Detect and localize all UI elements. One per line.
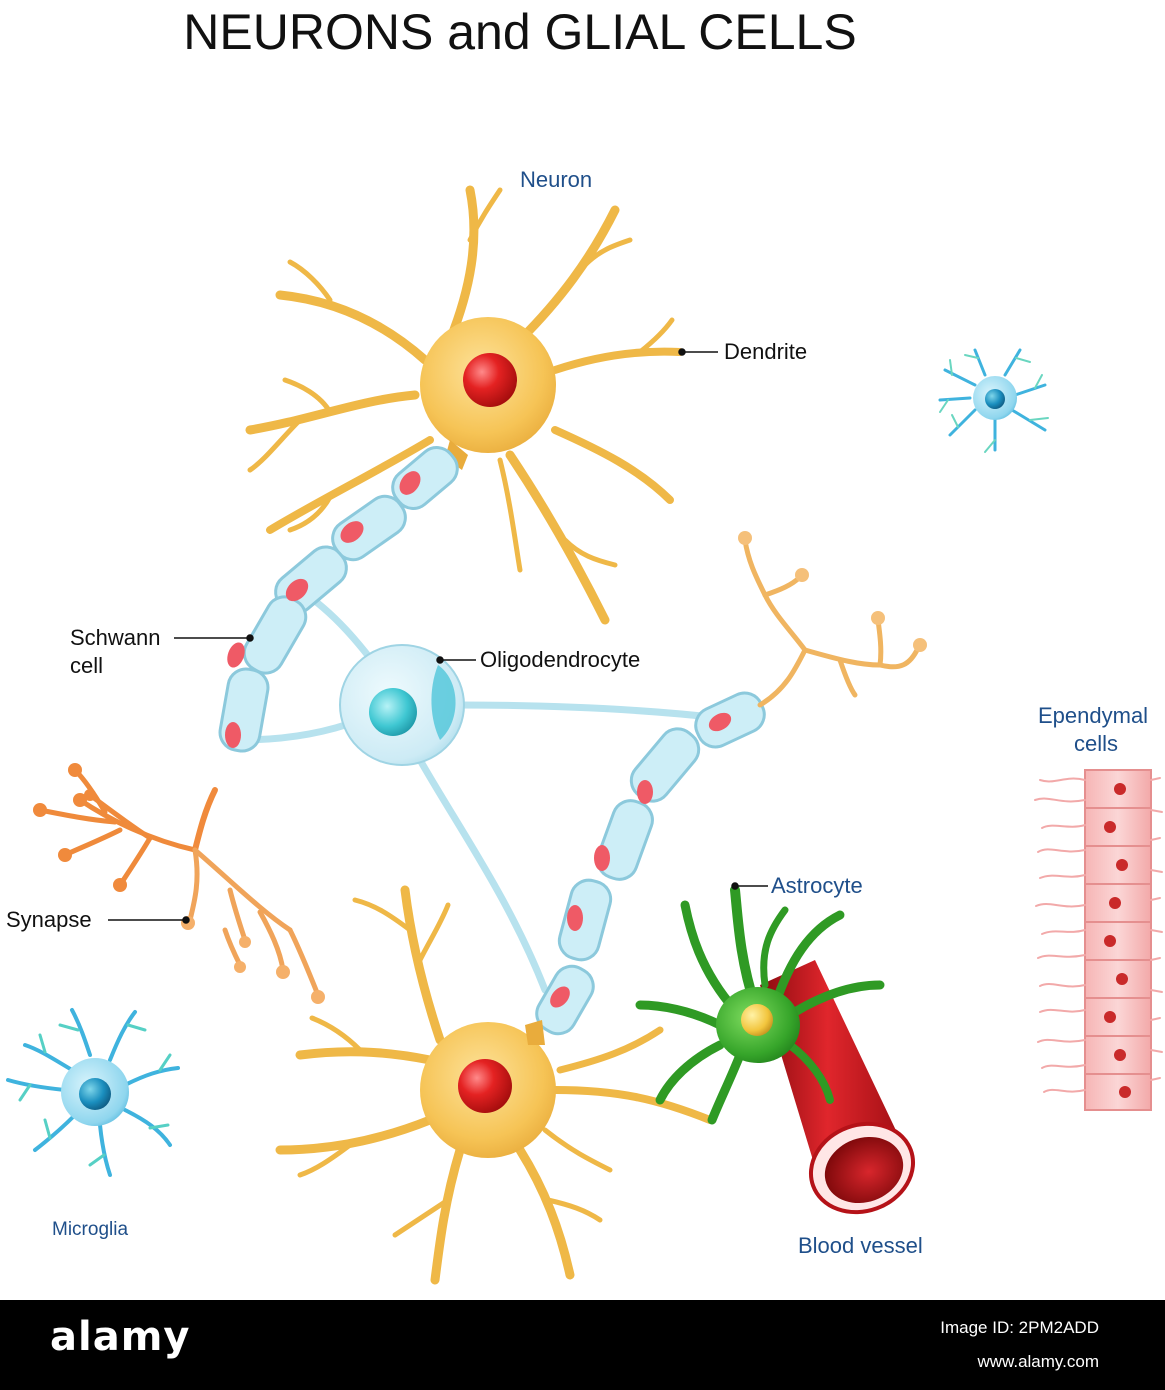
left-myelin-sheath	[218, 446, 459, 753]
label-blood-vessel: Blood vessel	[798, 1233, 923, 1258]
label-neuron: Neuron	[520, 167, 593, 192]
image-id-text: Image ID: 2PM2ADD	[940, 1318, 1099, 1337]
label-oligodendrocyte: Oligodendrocyte	[480, 647, 641, 672]
astrocyte	[635, 885, 885, 1125]
ependymal-cells	[1034, 769, 1163, 1111]
top-neuron	[245, 185, 684, 625]
leader-lines	[108, 348, 768, 924]
microglia-cell	[6, 1008, 180, 1177]
brand-logo: alamy	[50, 1314, 191, 1360]
label-schwann-line1: Schwann	[70, 625, 161, 650]
synapse-branches	[33, 763, 325, 1004]
stock-footer-bar: alamy Image ID: 2PM2ADD www.alamy.com	[0, 1300, 1165, 1390]
label-synapse: Synapse	[6, 907, 92, 932]
site-url-text: www.alamy.com	[977, 1352, 1099, 1371]
oligodendrocyte	[339, 644, 465, 766]
label-ependymal-line1: Ependymal	[1038, 703, 1149, 728]
page-title: NEURONS and GLIAL CELLS	[183, 4, 857, 60]
bottom-neuron	[275, 885, 714, 1285]
diagram-stage: NEURONS and GLIAL CELLS Neuron Dendrite …	[6, 4, 1163, 1285]
label-microglia: Microglia	[52, 1219, 129, 1240]
microglia-small	[938, 348, 1049, 453]
right-myelin-sheath	[535, 531, 927, 1036]
diagram-illustration	[6, 185, 1163, 1285]
label-dendrite: Dendrite	[724, 339, 808, 364]
label-astrocyte: Astrocyte	[771, 873, 863, 898]
label-schwann-line2: cell	[70, 653, 104, 678]
label-ependymal-line2: cells	[1074, 731, 1119, 756]
